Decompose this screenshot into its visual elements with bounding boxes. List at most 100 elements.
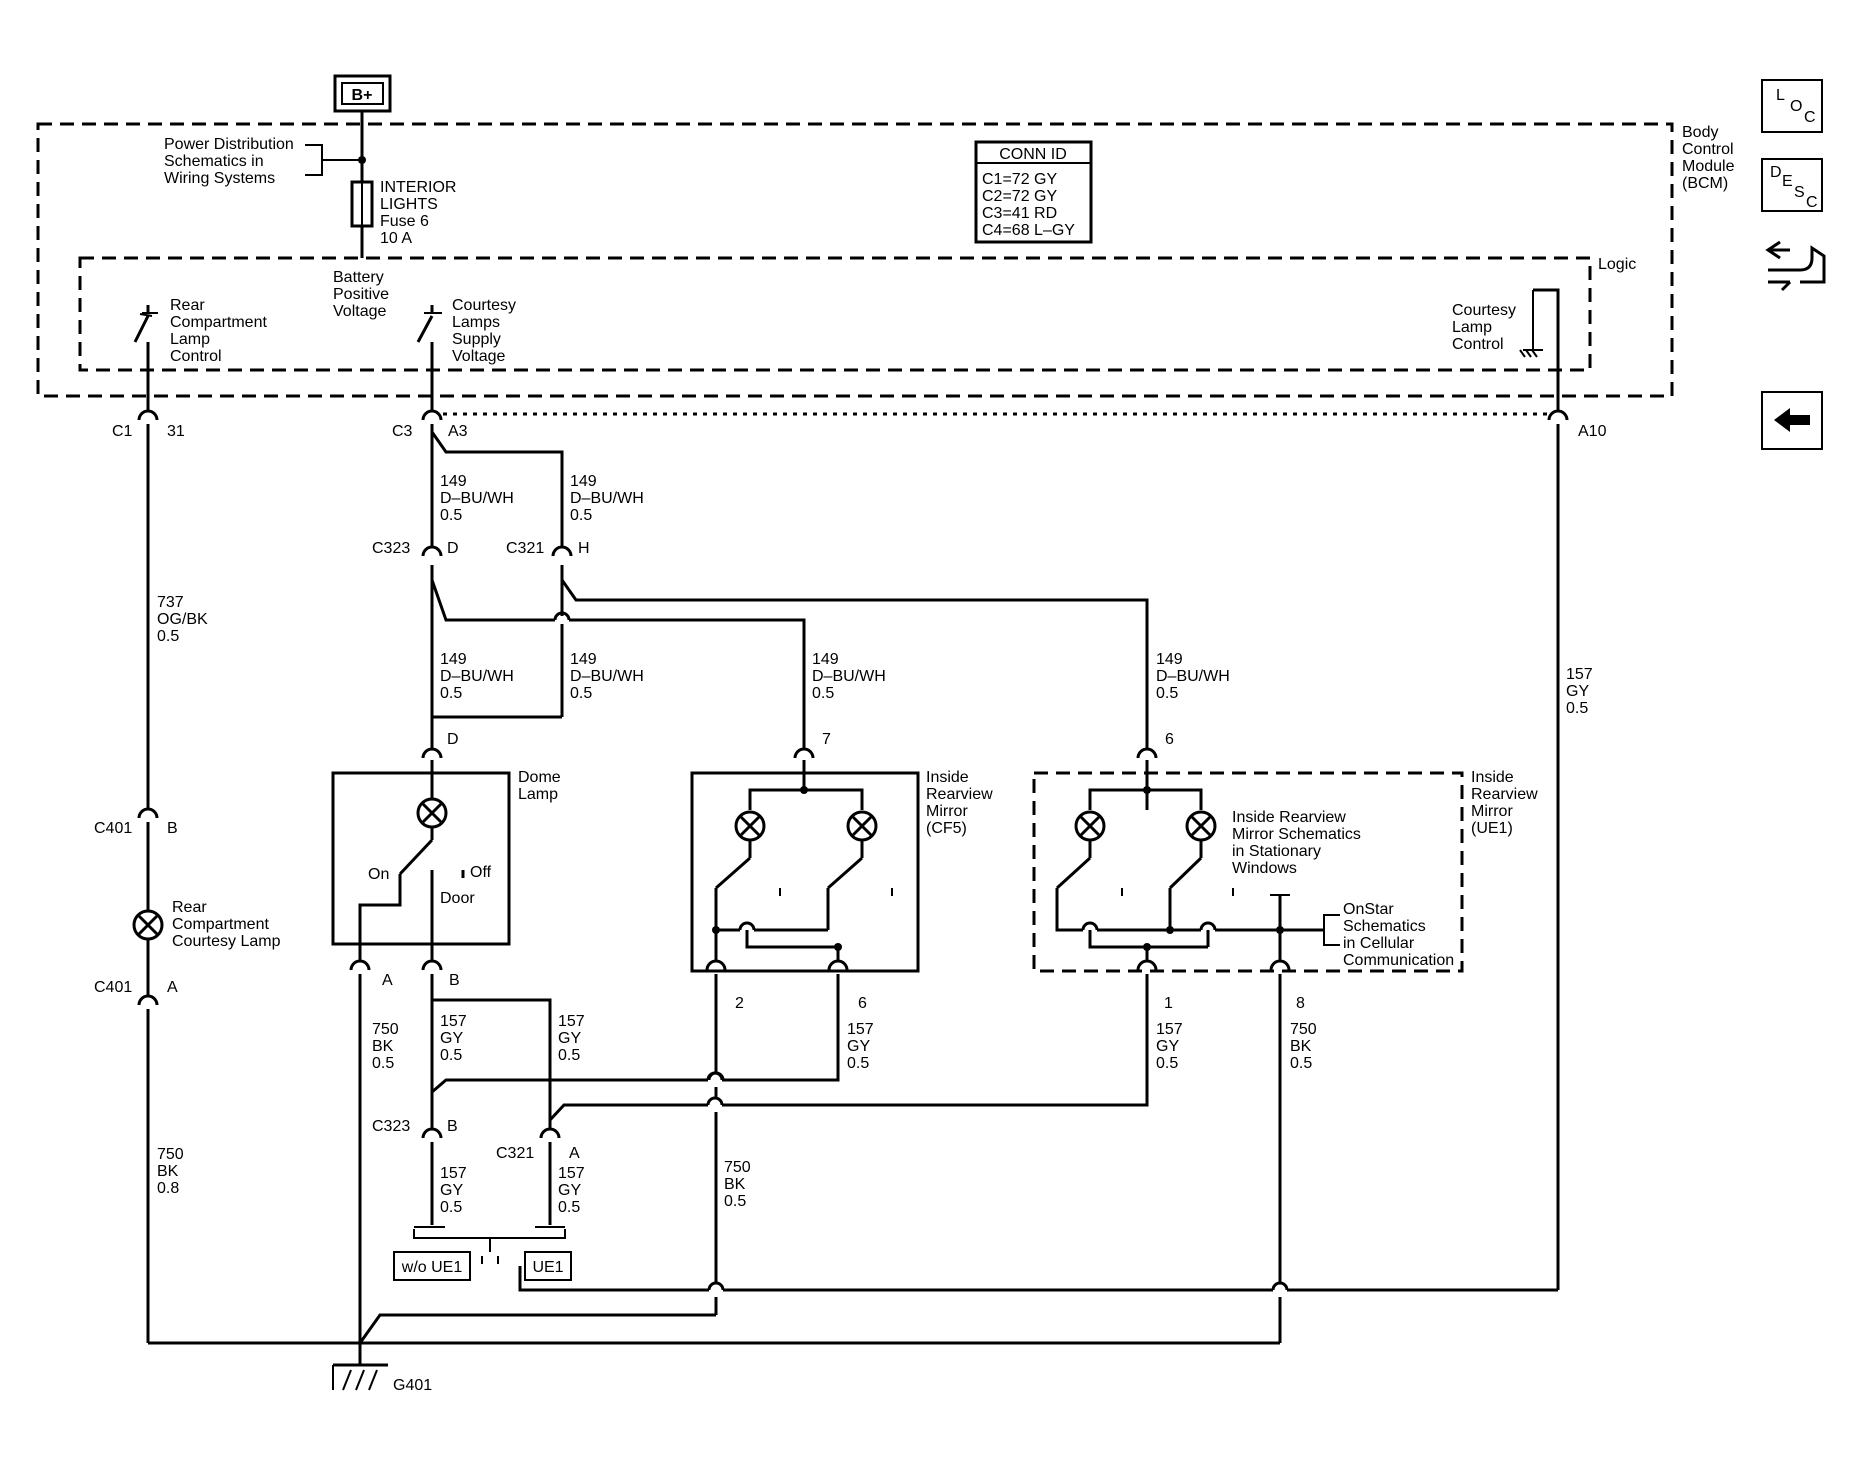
svg-text:157: 157 (440, 1013, 467, 1030)
dome-lamp-label: Dome Lamp (518, 769, 561, 803)
svg-text:UE1: UE1 (532, 1259, 563, 1276)
svg-text:0.5: 0.5 (1566, 700, 1588, 717)
svg-text:D: D (1770, 164, 1782, 181)
svg-text:0.5: 0.5 (724, 1193, 746, 1210)
mirror-schem-label: Inside Rearview Mirror Schematics in Sta… (1232, 809, 1361, 877)
svg-text:C4=68 L–GY: C4=68 L–GY (982, 222, 1075, 239)
svg-text:w/o UE1: w/o UE1 (401, 1259, 463, 1276)
rear-lamp-control-label: Rear Compartment Lamp Control (170, 297, 267, 365)
svg-text:in Stationary: in Stationary (1232, 843, 1321, 860)
tools-icon[interactable] (1765, 240, 1826, 292)
svg-text:Mirror Schematics: Mirror Schematics (1232, 826, 1361, 843)
mirror-cf5-box (690, 771, 920, 973)
wire-label-w13: 157 GY 0.5 (1566, 666, 1593, 717)
svg-text:157: 157 (440, 1165, 467, 1182)
svg-text:0.5: 0.5 (440, 1047, 462, 1064)
wire-label-w3: 737 OG/BK 0.5 (157, 594, 208, 645)
svg-text:Communication: Communication (1343, 952, 1454, 969)
svg-text:10 A: 10 A (380, 230, 412, 247)
wire-label-w16: 157 GY 0.5 (440, 1165, 467, 1216)
svg-text:(BCM): (BCM) (1682, 175, 1728, 192)
battery-voltage-label: Battery Positive Voltage (333, 269, 389, 320)
svg-text:Courtesy: Courtesy (1452, 302, 1516, 319)
wire-label-w18: 750 BK 0.5 (1290, 1021, 1317, 1072)
c321-bottom-label: C321 (496, 1145, 534, 1162)
desc-button[interactable]: D E S C (1761, 158, 1823, 212)
wire-label-w10: 157 GY 0.5 (558, 1013, 585, 1064)
courtesy-supply-switch (416, 305, 442, 343)
svg-text:Rearview: Rearview (926, 786, 993, 803)
back-arrow-button[interactable] (1761, 391, 1823, 450)
svg-text:Windows: Windows (1232, 860, 1297, 877)
mirror-cf5-label: Inside Rearview Mirror (CF5) (926, 769, 993, 837)
fuse-label: INTERIOR LIGHTS Fuse 6 10 A (380, 179, 456, 247)
d-top-label: D (447, 540, 459, 557)
c401-b-pin-label: B (167, 820, 178, 837)
svg-text:750: 750 (1290, 1021, 1317, 1038)
svg-text:E: E (1782, 173, 1793, 190)
svg-text:Inside Rearview: Inside Rearview (1232, 809, 1346, 826)
mirror-ue1-box (1032, 771, 1464, 973)
b-bottom-label: B (447, 1118, 458, 1135)
onstar-label: OnStar Schematics in Cellular Communicat… (1343, 901, 1454, 969)
courtesy-supply-label: Courtesy Lamps Supply Voltage (452, 297, 516, 365)
svg-text:Schematics in: Schematics in (164, 153, 264, 170)
svg-text:Module: Module (1682, 158, 1735, 175)
svg-text:Control: Control (1452, 336, 1504, 353)
mirror-cf5-bulb-right (846, 810, 878, 842)
courtesy-lamp-control-label: Courtesy Lamp Control (1452, 302, 1516, 353)
svg-text:Lamp: Lamp (170, 331, 210, 348)
svg-text:Power Distribution: Power Distribution (164, 136, 294, 153)
svg-text:Inside: Inside (926, 769, 969, 786)
svg-text:INTERIOR: INTERIOR (380, 179, 456, 196)
mirror-ue1-pin1-label: 1 (1164, 995, 1173, 1012)
svg-text:Fuse 6: Fuse 6 (380, 213, 429, 230)
svg-text:GY: GY (1156, 1038, 1179, 1055)
svg-text:GY: GY (558, 1182, 581, 1199)
wire-label-w5: 149 D–BU/WH 0.5 (570, 651, 644, 702)
svg-text:Body: Body (1682, 124, 1718, 141)
svg-text:LIGHTS: LIGHTS (380, 196, 438, 213)
svg-text:C3=41 RD: C3=41 RD (982, 205, 1057, 222)
h-top-label: H (578, 540, 590, 557)
svg-text:Control: Control (170, 348, 222, 365)
svg-text:Courtesy: Courtesy (452, 297, 516, 314)
courtesy-lamp-control-switch (1519, 288, 1560, 368)
mirror-ue1-bulb-left (1074, 810, 1106, 842)
mirror-ue1-label: Inside Rearview Mirror (UE1) (1471, 769, 1538, 837)
svg-text:D–BU/WH: D–BU/WH (1156, 668, 1230, 685)
mirror-ue1-pin8-label: 8 (1296, 995, 1305, 1012)
dome-d-label: D (447, 731, 459, 748)
svg-text:GY: GY (1566, 683, 1589, 700)
svg-text:0.5: 0.5 (558, 1199, 580, 1216)
svg-text:0.5: 0.5 (1290, 1055, 1312, 1072)
svg-text:BK: BK (724, 1176, 746, 1193)
svg-text:OG/BK: OG/BK (157, 611, 208, 628)
svg-text:157: 157 (1566, 666, 1593, 683)
svg-text:157: 157 (558, 1165, 585, 1182)
svg-text:C1=72 GY: C1=72 GY (982, 171, 1057, 188)
power-distribution-label: Power Distribution Schematics in Wiring … (164, 136, 294, 187)
c401-a-conn-label: C401 (94, 979, 132, 996)
mirror-ue1-pin6-label: 6 (1165, 731, 1174, 748)
svg-text:157: 157 (847, 1021, 874, 1038)
ue1-tag: UE1 (524, 1251, 572, 1281)
logic-label: Logic (1598, 256, 1636, 273)
svg-text:Courtesy Lamp: Courtesy Lamp (172, 933, 281, 950)
svg-text:Voltage: Voltage (452, 348, 505, 365)
svg-text:Lamps: Lamps (452, 314, 500, 331)
svg-text:GY: GY (847, 1038, 870, 1055)
mirror-cf5-pin2-label: 2 (735, 995, 744, 1012)
c401-b-conn-label: C401 (94, 820, 132, 837)
rear-lamp-label: Rear Compartment Courtesy Lamp (172, 899, 281, 950)
svg-text:Dome: Dome (518, 769, 561, 786)
svg-text:D–BU/WH: D–BU/WH (440, 668, 514, 685)
loc-button[interactable]: L O C (1761, 79, 1823, 133)
svg-text:0.5: 0.5 (157, 628, 179, 645)
svg-text:BK: BK (1290, 1038, 1312, 1055)
bcm-label: Body Control Module (BCM) (1682, 124, 1735, 192)
svg-text:(CF5): (CF5) (926, 820, 967, 837)
ground-g401 (332, 1343, 388, 1391)
battery-source: B+ (333, 74, 392, 113)
svg-text:Lamp: Lamp (1452, 319, 1492, 336)
